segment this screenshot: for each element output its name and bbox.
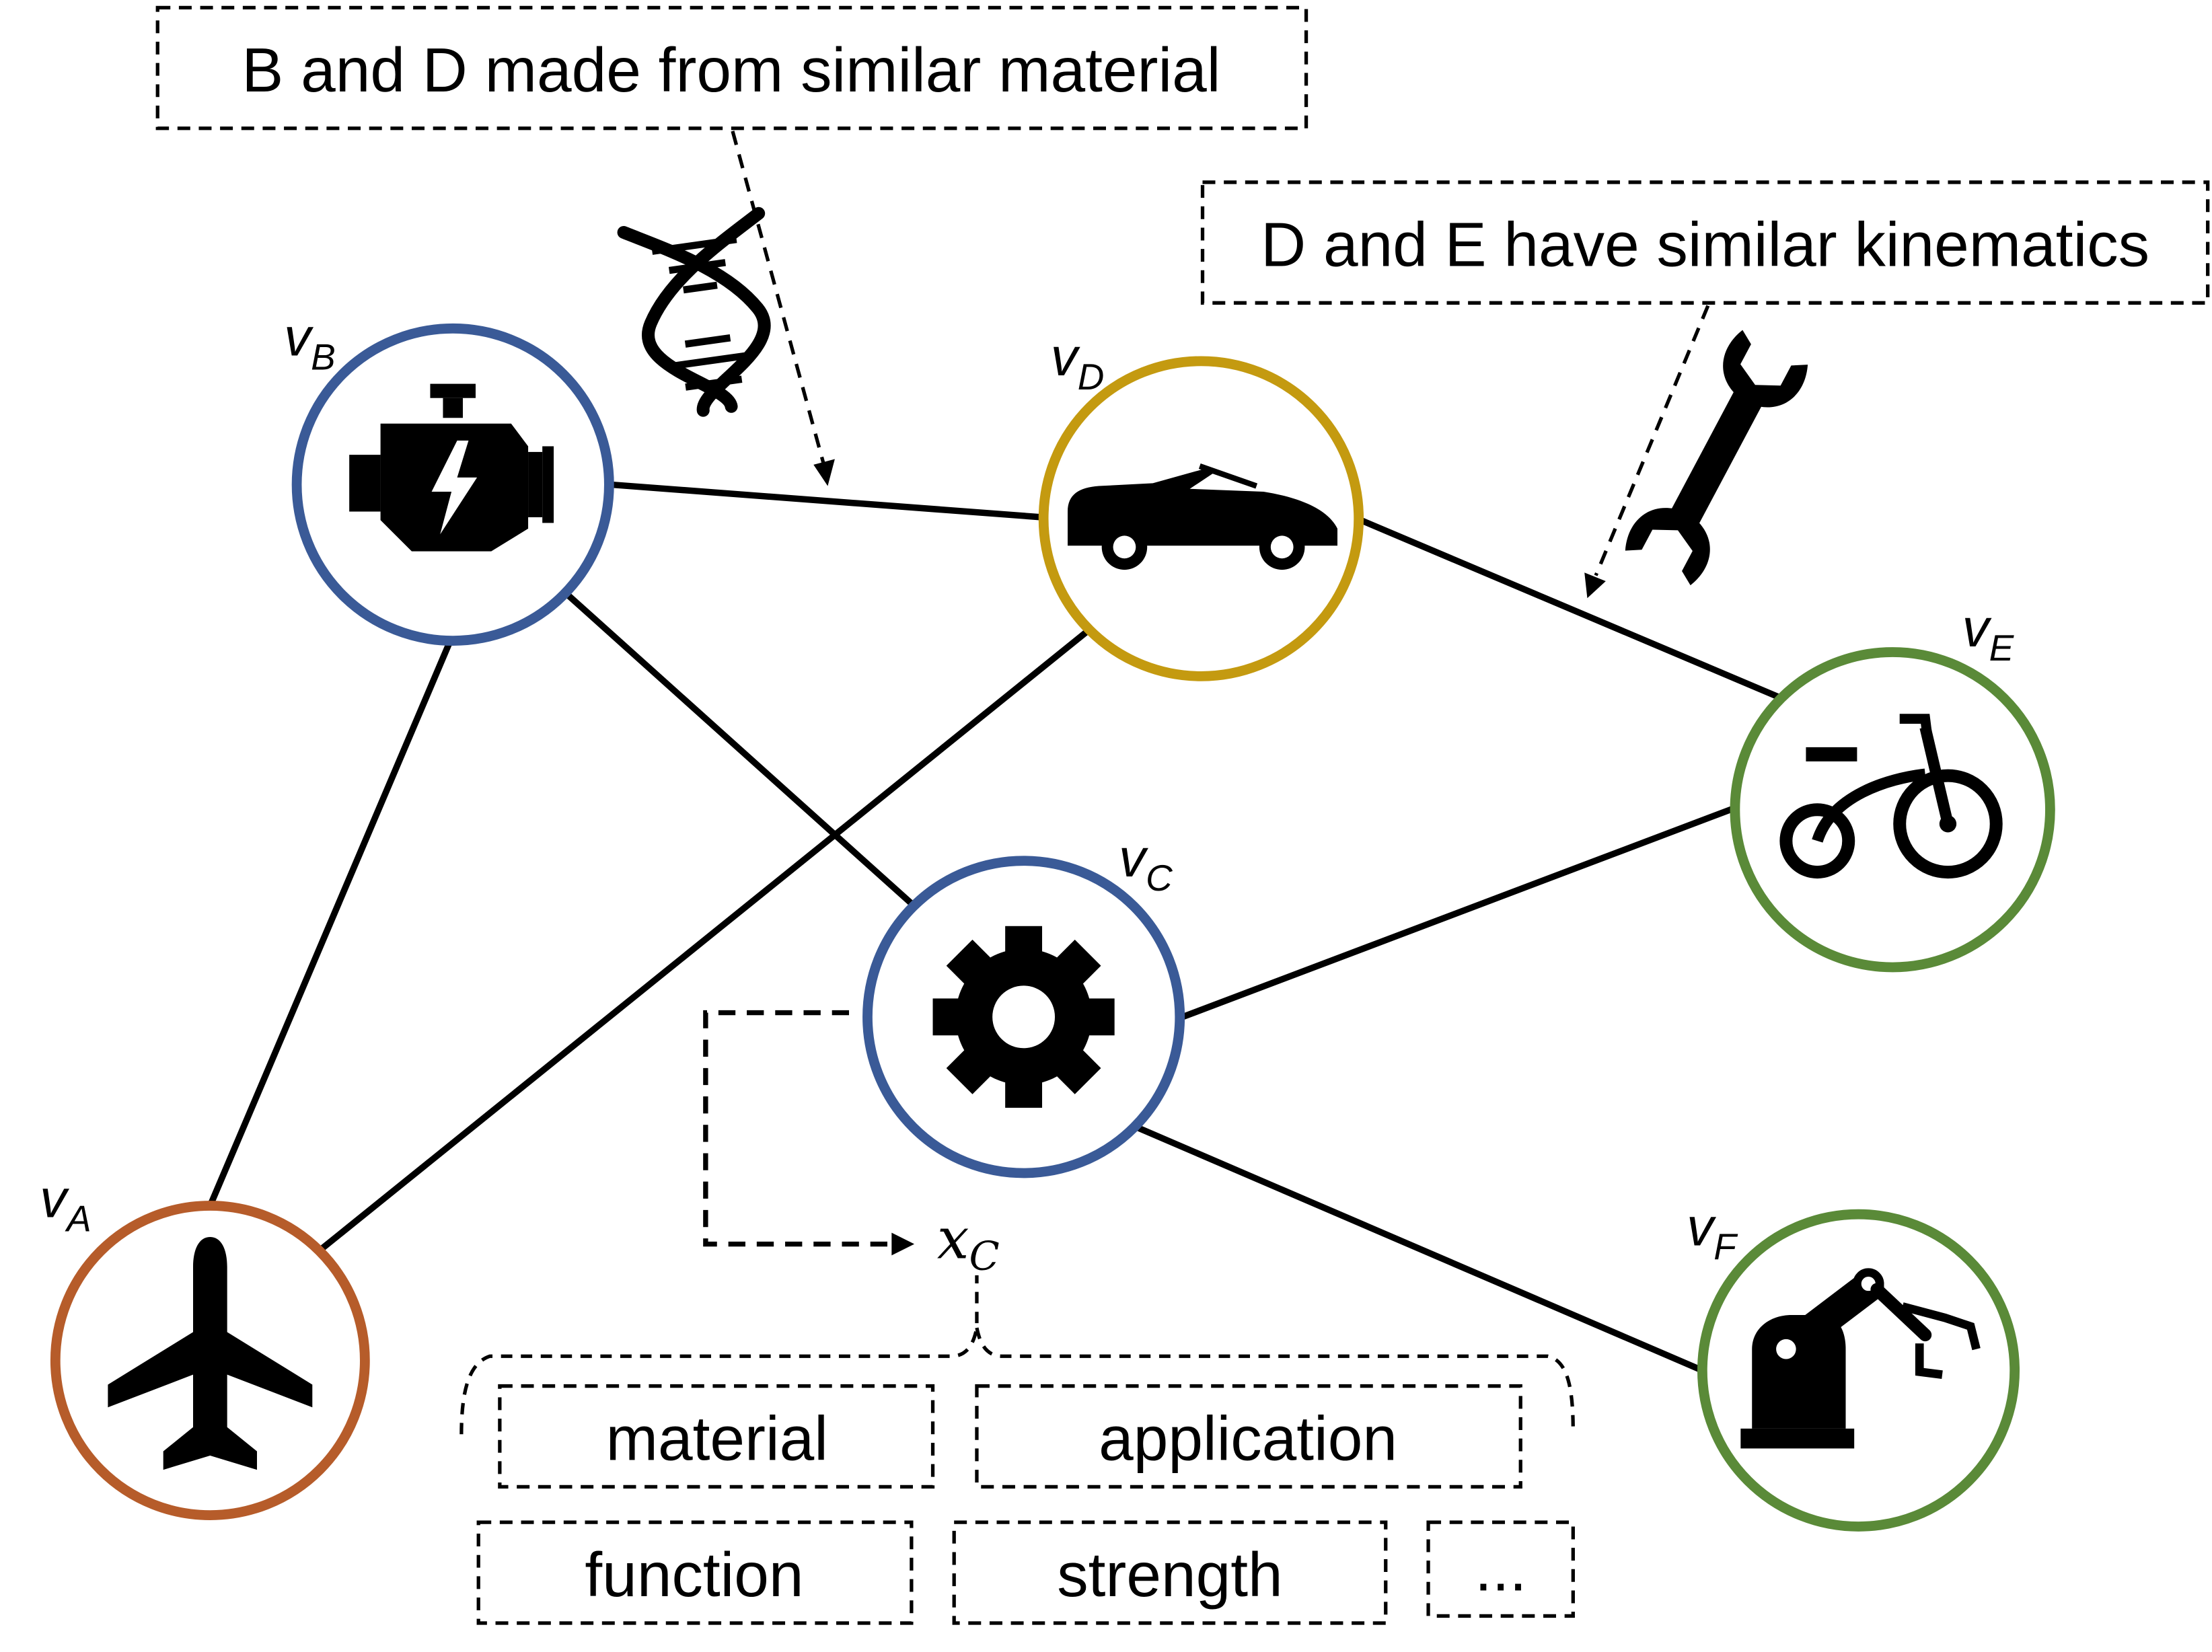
feature-connector-arrowhead xyxy=(891,1232,915,1256)
node-f-ring xyxy=(1697,1209,2020,1532)
attribute-application: application xyxy=(975,1384,1522,1489)
annotation-kinematics: D and E have similar kinematics xyxy=(1200,180,2210,599)
feature-connector-path xyxy=(703,1010,892,1247)
node-e: vE xyxy=(1730,597,2055,973)
attribute-strength: strength xyxy=(952,1520,1388,1625)
car-icon xyxy=(1068,463,1337,570)
annotation-kinematics-box xyxy=(1200,180,2210,305)
attribute-list: material application function strength .… xyxy=(476,1384,1575,1625)
svg-text:application: application xyxy=(1099,1403,1397,1473)
attribute-material: material xyxy=(498,1384,935,1489)
annotation-material-text: B and D made from similar material xyxy=(242,35,1220,105)
feature-symbol: xC xyxy=(937,1206,1000,1279)
node-e-ring xyxy=(1730,647,2055,973)
attribute-more: ... xyxy=(1426,1520,1575,1618)
wrench-icon xyxy=(1625,330,1808,586)
airplane-icon xyxy=(108,1236,313,1470)
edge-d-e xyxy=(1356,515,1785,702)
node-a-label: vA xyxy=(40,1168,91,1239)
attribute-brace xyxy=(459,1275,1575,1435)
node-b-label: vB xyxy=(284,306,336,377)
annotation-material-box xyxy=(155,5,1308,130)
gear-icon xyxy=(932,926,1115,1108)
edge-b-c xyxy=(562,590,916,907)
node-e-label: vE xyxy=(1962,597,2015,669)
node-d-label: vD xyxy=(1051,326,1105,398)
graph-edges xyxy=(207,481,1785,1374)
svg-text:function: function xyxy=(585,1540,803,1610)
annotation-kinematics-arrow xyxy=(1594,305,1710,576)
feature-connector: xC xyxy=(703,1010,1000,1279)
edge-c-f xyxy=(1133,1123,1704,1374)
edge-a-b xyxy=(207,636,455,1207)
engine-icon xyxy=(349,383,554,552)
annotation-kinematics-arrowhead xyxy=(1584,572,1606,599)
node-a: vA xyxy=(40,1168,370,1520)
attribute-function: function xyxy=(476,1520,914,1625)
annotation-kinematics-text: D and E have similar kinematics xyxy=(1261,209,2149,279)
node-c: vC xyxy=(862,827,1185,1178)
svg-text:...: ... xyxy=(1475,1534,1526,1604)
tricycle-icon xyxy=(1779,714,2003,879)
node-f: vF xyxy=(1687,1197,2020,1532)
svg-text:material: material xyxy=(606,1403,828,1473)
dna-icon xyxy=(617,206,771,417)
annotation-material-arrow xyxy=(731,130,825,464)
node-d: vD xyxy=(1038,326,1364,681)
edge-c-e xyxy=(1181,804,1739,1020)
svg-text:strength: strength xyxy=(1057,1540,1282,1610)
robot-arm-icon xyxy=(1740,1268,1981,1449)
node-c-label: vC xyxy=(1119,827,1173,899)
annotation-material-arrowhead xyxy=(813,459,835,486)
annotation-material: B and D made from similar material xyxy=(155,5,1308,486)
edge-a-d xyxy=(320,624,1095,1251)
node-b: vB xyxy=(284,306,614,646)
edge-b-d xyxy=(610,481,1043,521)
node-f-label: vF xyxy=(1687,1197,1738,1268)
